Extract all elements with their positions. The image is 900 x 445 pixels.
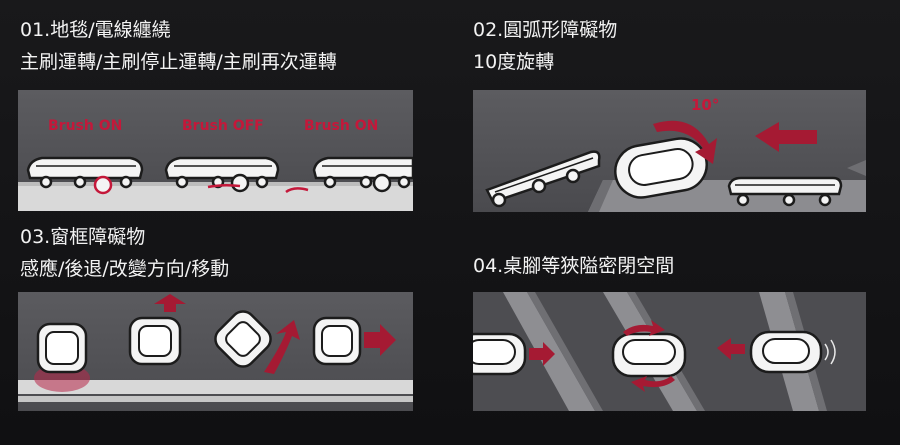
robot-tilted [485,150,601,208]
panel-arc-obstacle: 10° [473,90,866,212]
panel-window-frame [18,292,413,411]
wire-tangle [207,183,241,189]
section-4-heading: 04.桌腳等狹隘密閉空間 [473,255,675,277]
exit-arrow [717,338,745,360]
robot-turning [214,310,272,368]
robot-approaching [727,176,843,207]
robot-entering [473,332,527,376]
robot-reversing [128,316,182,366]
section-1-subheading: 主刷運轉/主刷停止運轉/主刷再次運轉 [20,51,337,73]
left-arrow [755,122,817,152]
narrow-space-illustration [473,292,836,411]
section-1-heading: 01.地毯/電線纏繞 [20,19,171,41]
released-wire [285,187,309,194]
brush-off-label: Brush OFF [182,118,264,134]
brush-on-again-label: Brush ON [304,118,379,134]
section-2-heading: 02.圓弧形障礙物 [473,19,618,41]
turn-arrow [264,320,300,374]
spin-arrow-top [623,320,665,336]
robot-brush-off [164,156,280,193]
spin-arrow-bottom [631,376,675,392]
robot-rotating [614,137,708,199]
carpet-wire-illustration [18,156,413,211]
panel-carpet-wire: Brush ON Brush OFF Brush ON [18,90,413,211]
section-3-subheading: 感應/後退/改變方向/移動 [20,258,230,280]
brush-on-label: Brush ON [48,118,123,134]
section-2-subheading: 10度旋轉 [473,51,555,73]
sensor-waves [824,339,836,365]
robot-moving [312,316,362,366]
arc-obstacle-illustration [485,120,866,212]
robot-exiting [749,330,823,374]
reverse-arrow [154,294,186,312]
robot-brush-on [26,156,144,195]
robot-sensing [36,322,88,374]
robot-spinning [611,332,687,378]
section-3-heading: 03.窗框障礙物 [20,226,146,248]
enter-arrow [529,342,555,366]
robot-brush-on-again [312,156,413,193]
move-arrow [364,324,396,356]
panel-narrow-space [473,292,866,411]
rotate-arrow [653,120,717,164]
rotation-angle-label: 10° [691,96,720,114]
window-frame-illustration [18,294,413,402]
